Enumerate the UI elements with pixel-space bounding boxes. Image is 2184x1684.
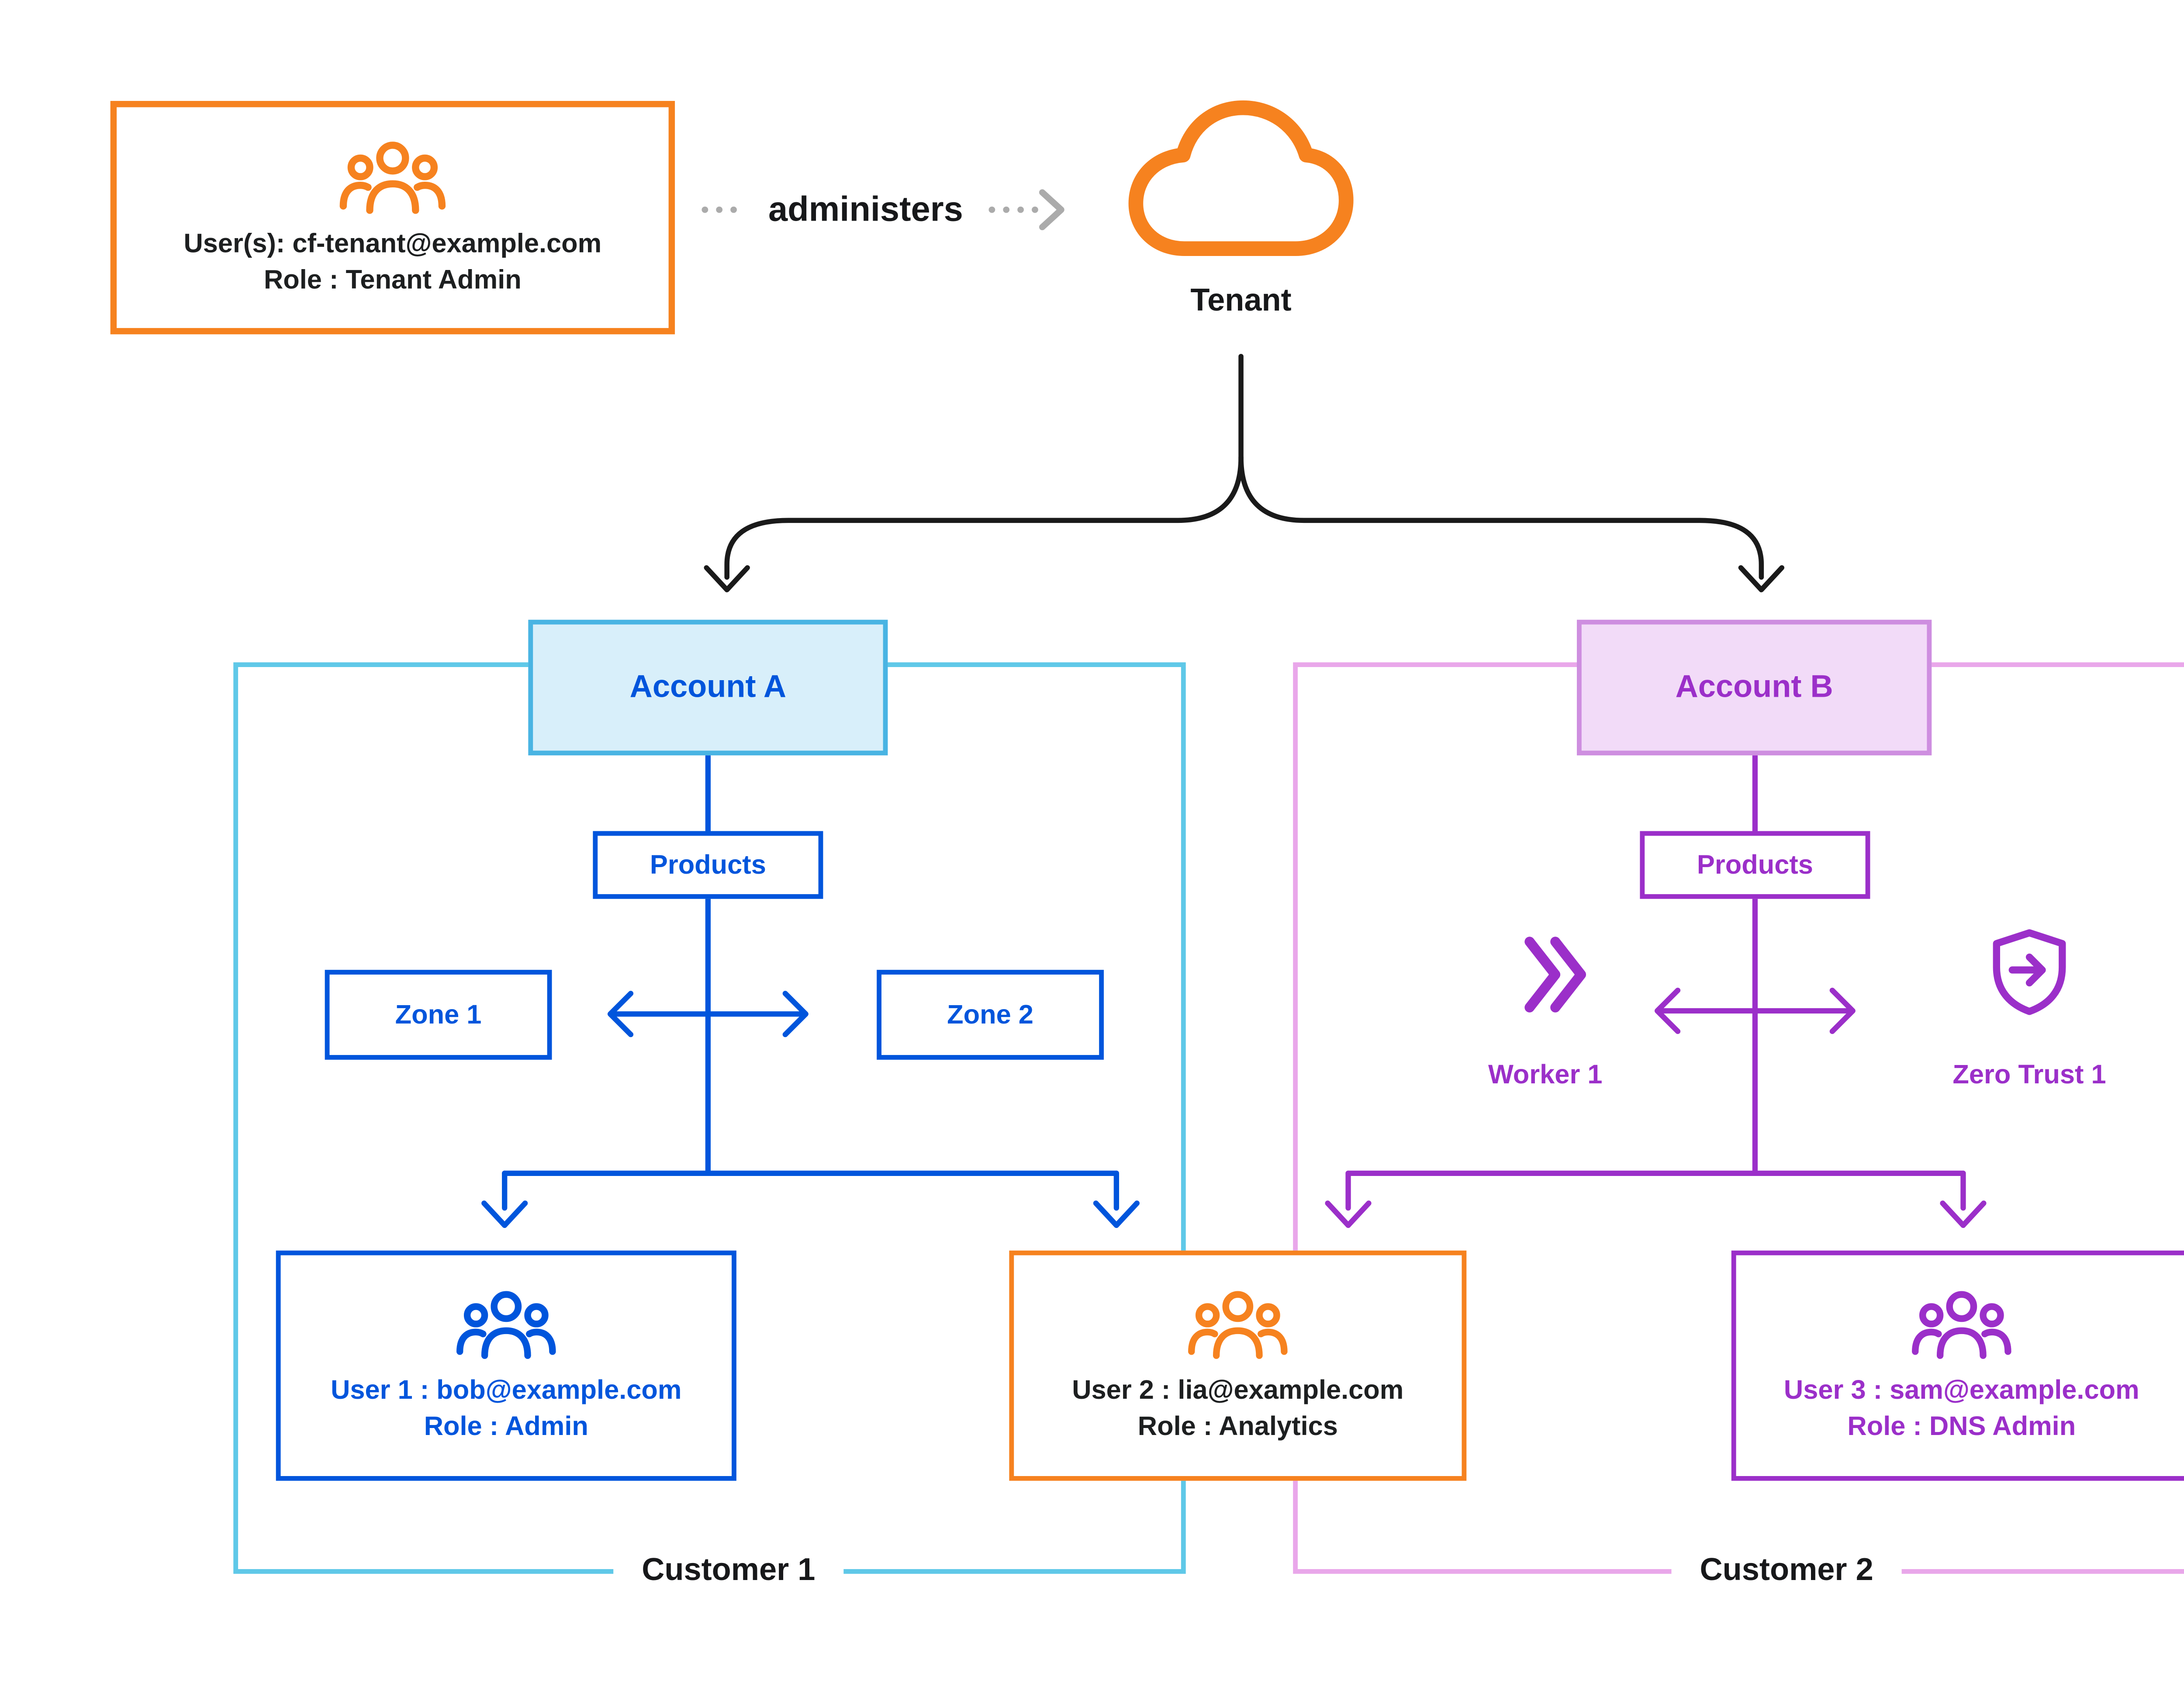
worker-label: Worker 1 bbox=[1488, 1059, 1603, 1090]
tenant-admin-box: User(s): cf-tenant@example.com Role : Te… bbox=[110, 101, 675, 335]
account-a-box: Account A bbox=[528, 619, 888, 756]
account-a-label: Account A bbox=[629, 669, 787, 704]
user-1-box: User 1 : bob@example.com Role : Admin bbox=[276, 1250, 736, 1481]
account-a-tree bbox=[481, 753, 1140, 1228]
users-icon bbox=[339, 141, 446, 213]
zone-2-label: Zone 2 bbox=[947, 999, 1033, 1029]
user-1-name: User 1 : bob@example.com bbox=[331, 1374, 682, 1404]
customer-2-label: Customer 2 bbox=[1671, 1553, 1902, 1590]
zero-trust-icon bbox=[1984, 926, 2075, 1017]
worker-icon bbox=[1500, 929, 1591, 1020]
zero-trust-label: Zero Trust 1 bbox=[1952, 1059, 2106, 1090]
zone-1-label: Zone 1 bbox=[395, 999, 482, 1029]
customer-1-label: Customer 1 bbox=[613, 1553, 844, 1590]
user-2-box: User 2 : lia@example.com Role : Analytic… bbox=[1009, 1250, 1467, 1481]
user-1-role: Role : Admin bbox=[424, 1411, 588, 1441]
cloud-icon bbox=[1115, 91, 1367, 271]
users-icon bbox=[1912, 1290, 2011, 1359]
products-a-box: Products bbox=[593, 831, 823, 899]
user-2-name: User 2 : lia@example.com bbox=[1072, 1374, 1404, 1404]
user-3-box: User 3 : sam@example.com Role : DNS Admi… bbox=[1731, 1250, 2184, 1481]
users-icon bbox=[1188, 1290, 1288, 1359]
tenant-admin-role: Role : Tenant Admin bbox=[263, 264, 522, 294]
administers-arrow bbox=[702, 189, 1064, 231]
user-3-role: Role : DNS Admin bbox=[1847, 1411, 2076, 1441]
tenant-admin-users: User(s): cf-tenant@example.com bbox=[183, 228, 602, 258]
user-3-name: User 3 : sam@example.com bbox=[1783, 1374, 2139, 1404]
tenant-label: Tenant bbox=[1190, 284, 1292, 319]
administers-label: administers bbox=[768, 189, 963, 229]
account-b-tree bbox=[1325, 753, 1987, 1228]
zone-2-box: Zone 2 bbox=[877, 970, 1104, 1060]
user-2-role: Role : Analytics bbox=[1137, 1411, 1338, 1441]
tenant-fork-arrow bbox=[704, 354, 1785, 592]
products-a-label: Products bbox=[650, 849, 766, 879]
products-b-label: Products bbox=[1697, 849, 1813, 879]
zone-1-box: Zone 1 bbox=[325, 970, 552, 1060]
products-b-box: Products bbox=[1640, 831, 1870, 899]
users-icon bbox=[456, 1290, 556, 1359]
account-b-label: Account B bbox=[1675, 669, 1833, 704]
account-b-box: Account B bbox=[1577, 619, 1932, 756]
